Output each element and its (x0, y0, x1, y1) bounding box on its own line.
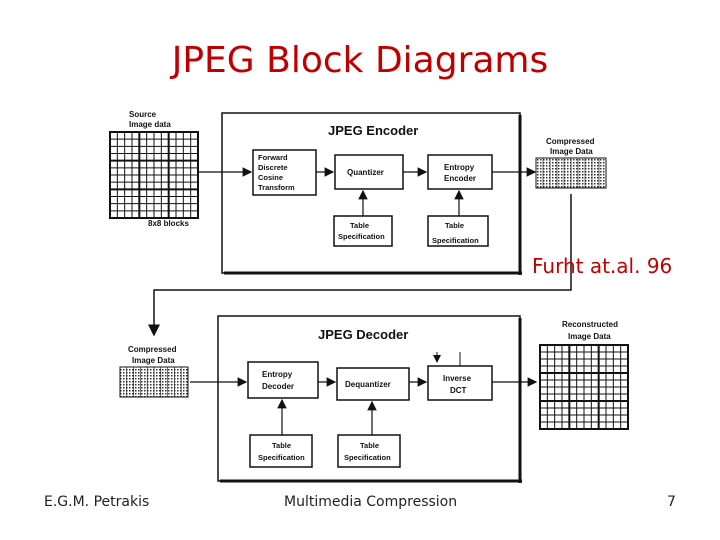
source-label-line-2: Image data (129, 120, 171, 129)
encoder-table-spec-right-2: Specification (432, 236, 479, 245)
credit-text: Furht at.al. 96 (532, 254, 673, 278)
fdct-label-1: Forward (258, 153, 288, 162)
entropy-encoder-label-1: Entropy (444, 163, 475, 172)
encoder-table-spec-left (333, 215, 393, 247)
quantizer-label: Quantizer (347, 168, 384, 177)
decoder-compressed-data-lines (126, 367, 182, 397)
page-number: 7 (667, 494, 676, 510)
decoder-table-spec-left (249, 434, 313, 468)
decoder-table-spec-right-2: Specification (344, 453, 391, 462)
encoder-output-label-1: Compressed (546, 137, 595, 146)
source-label-line-1: Source (129, 110, 157, 119)
footer-author: E.G.M. Petrakis (44, 494, 150, 510)
reconstructed-image-grid (539, 344, 629, 430)
fdct-label-4: Transform (258, 183, 295, 192)
encoder-compressed-data-lines (542, 158, 600, 188)
encoder-title: JPEG Encoder (328, 123, 418, 138)
decoder-title: JPEG Decoder (318, 327, 408, 342)
fdct-label-2: Discrete (258, 163, 288, 172)
entropy-decoder-label-1: Entropy (262, 370, 293, 379)
encoder-table-spec-right-1: Table (445, 221, 464, 230)
idct-box (427, 365, 493, 401)
decoder-output-label-2: Image Data (568, 332, 611, 341)
quantizer-box (334, 154, 404, 190)
encoder-output-label-2: Image Data (550, 147, 593, 156)
entropy-encoder-label-2: Encoder (444, 174, 476, 183)
arrow-encoder-to-decoder (148, 194, 572, 337)
dequantizer-label: Dequantizer (345, 380, 391, 389)
source-image-grid (109, 131, 199, 219)
decoder-table-spec-right-1: Table (360, 441, 379, 450)
decoder-input-label-2: Image Data (132, 356, 175, 365)
decoder-table-spec-left-2: Specification (258, 453, 305, 462)
entropy-encoder-box (427, 154, 493, 190)
fdct-label-3: Cosine (258, 173, 283, 182)
dequantizer-box (336, 367, 410, 401)
encoder-table-spec-left-2: Specification (338, 232, 385, 241)
decoder-output-label-1: Reconstructed (562, 320, 618, 329)
footer-course: Multimedia Compression (284, 494, 458, 510)
slide-title: JPEG Block Diagrams (171, 40, 549, 81)
decoder-table-spec-right (337, 434, 401, 468)
idct-label-1: Inverse (443, 374, 472, 383)
encoder-table-spec-left-1: Table (350, 221, 369, 230)
decoder-input-label-1: Compressed (128, 345, 177, 354)
entropy-decoder-box (247, 361, 319, 399)
encoder-table-spec-right (427, 215, 489, 247)
entropy-decoder-label-2: Decoder (262, 382, 294, 391)
decoder-table-spec-left-1: Table (272, 441, 291, 450)
blocks-caption: 8x8 blocks (148, 219, 189, 228)
idct-label-2: DCT (450, 386, 467, 395)
